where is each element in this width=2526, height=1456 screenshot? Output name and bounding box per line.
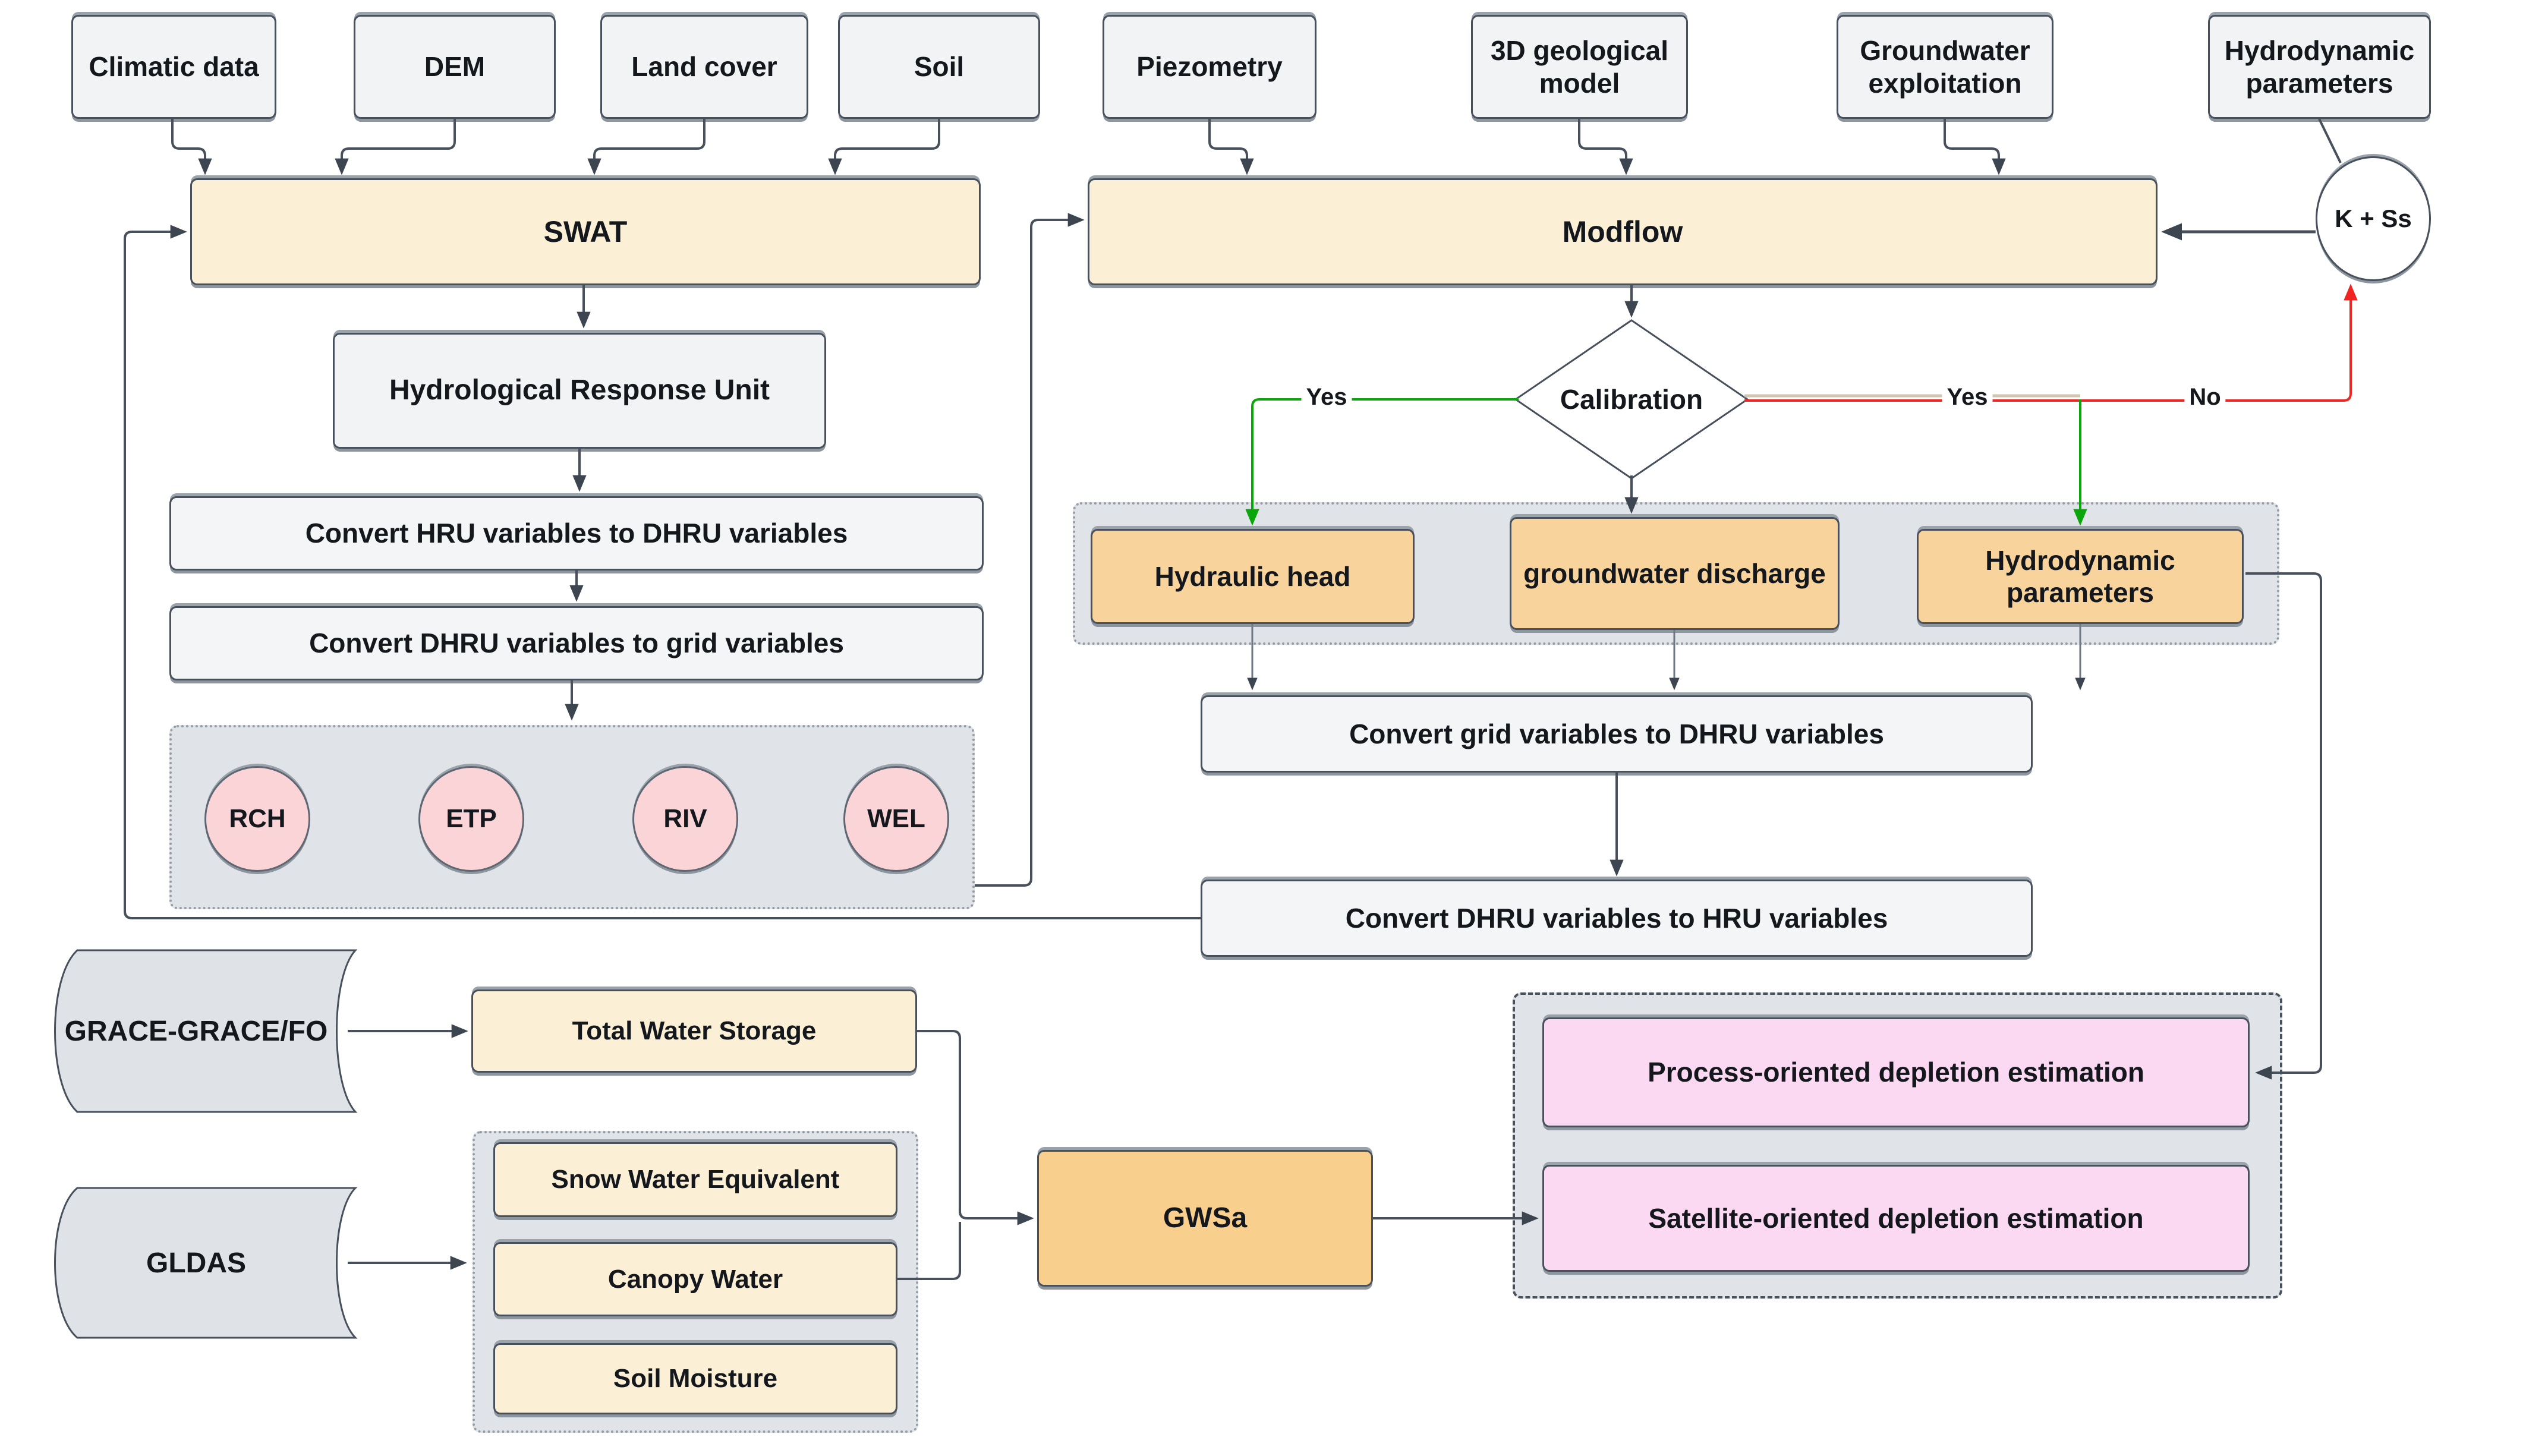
gldas-label: GLDAS bbox=[146, 1247, 246, 1279]
k-ss-ellipse: K + Ss bbox=[2316, 156, 2431, 281]
edge-hydroparams-to-kss bbox=[2318, 118, 2342, 163]
process-oriented-depletion: Process-oriented depletion estimation bbox=[1542, 1017, 2250, 1127]
convert-grid-to-dhru: Convert grid variables to DHRU variables bbox=[1201, 695, 2033, 773]
edge-wel-to-modflow bbox=[975, 213, 1085, 887]
convert-hru-to-dhru: Convert HRU variables to DHRU variables bbox=[169, 496, 984, 571]
edge-climatic-to-swat bbox=[171, 119, 212, 175]
etp-circle: ETP bbox=[418, 766, 524, 872]
edge-soil-to-swat bbox=[828, 119, 940, 175]
label-no: No bbox=[2184, 385, 2226, 409]
hydrological-response-unit: Hydrological Response Unit bbox=[333, 333, 826, 449]
input-soil: Soil bbox=[838, 15, 1040, 119]
gldas-data-shape bbox=[54, 1187, 358, 1339]
input-3d-geological-model: 3D geological model bbox=[1471, 15, 1688, 119]
input-hydrodynamic-parameters: Hydrodynamic parameters bbox=[2208, 15, 2431, 119]
input-land-cover: Land cover bbox=[600, 15, 808, 119]
gwsa-box: GWSa bbox=[1037, 1150, 1373, 1287]
groundwater-discharge: groundwater discharge bbox=[1510, 517, 1840, 630]
grace-data-shape bbox=[54, 949, 358, 1113]
canopy-water: Canopy Water bbox=[493, 1242, 897, 1316]
snow-water-equivalent: Snow Water Equivalent bbox=[493, 1142, 897, 1217]
edge-piezometry-to-modflow bbox=[1208, 119, 1254, 175]
input-piezometry: Piezometry bbox=[1103, 15, 1316, 119]
soil-moisture: Soil Moisture bbox=[493, 1343, 897, 1414]
edge-tws-to-gwsa bbox=[917, 1030, 1034, 1225]
label-yes-left: Yes bbox=[1301, 385, 1352, 409]
hydrodynamic-parameters: Hydrodynamic parameters bbox=[1917, 529, 2244, 624]
convert-dhru-to-hru: Convert DHRU variables to HRU variables bbox=[1201, 880, 2033, 957]
hydraulic-head: Hydraulic head bbox=[1091, 529, 1415, 624]
edge-landcover-to-swat bbox=[587, 119, 705, 175]
riv-circle: RIV bbox=[632, 766, 738, 872]
edge-geomodel-to-modflow bbox=[1578, 119, 1633, 175]
edge-dem-to-swat bbox=[335, 119, 456, 175]
convert-dhru-to-grid: Convert DHRU variables to grid variables bbox=[169, 606, 984, 680]
edge-calibration-no-red bbox=[1744, 283, 2358, 402]
label-yes-right: Yes bbox=[1942, 385, 1993, 409]
satellite-oriented-depletion: Satellite-oriented depletion estimation bbox=[1542, 1165, 2250, 1272]
input-climatic-data: Climatic data bbox=[71, 15, 276, 119]
modflow-model: Modflow bbox=[1088, 178, 2158, 285]
rch-circle: RCH bbox=[204, 766, 310, 872]
total-water-storage: Total Water Storage bbox=[471, 989, 917, 1073]
swat-model: SWAT bbox=[190, 178, 981, 285]
edge-gwexploit-to-modflow bbox=[1944, 119, 2006, 175]
input-dem: DEM bbox=[354, 15, 556, 119]
calibration-label: Calibration bbox=[1560, 384, 1703, 415]
input-groundwater-exploitation: Groundwater exploitation bbox=[1837, 15, 2053, 119]
wel-circle: WEL bbox=[843, 766, 949, 872]
grace-label: GRACE-GRACE/FO bbox=[64, 1015, 328, 1047]
